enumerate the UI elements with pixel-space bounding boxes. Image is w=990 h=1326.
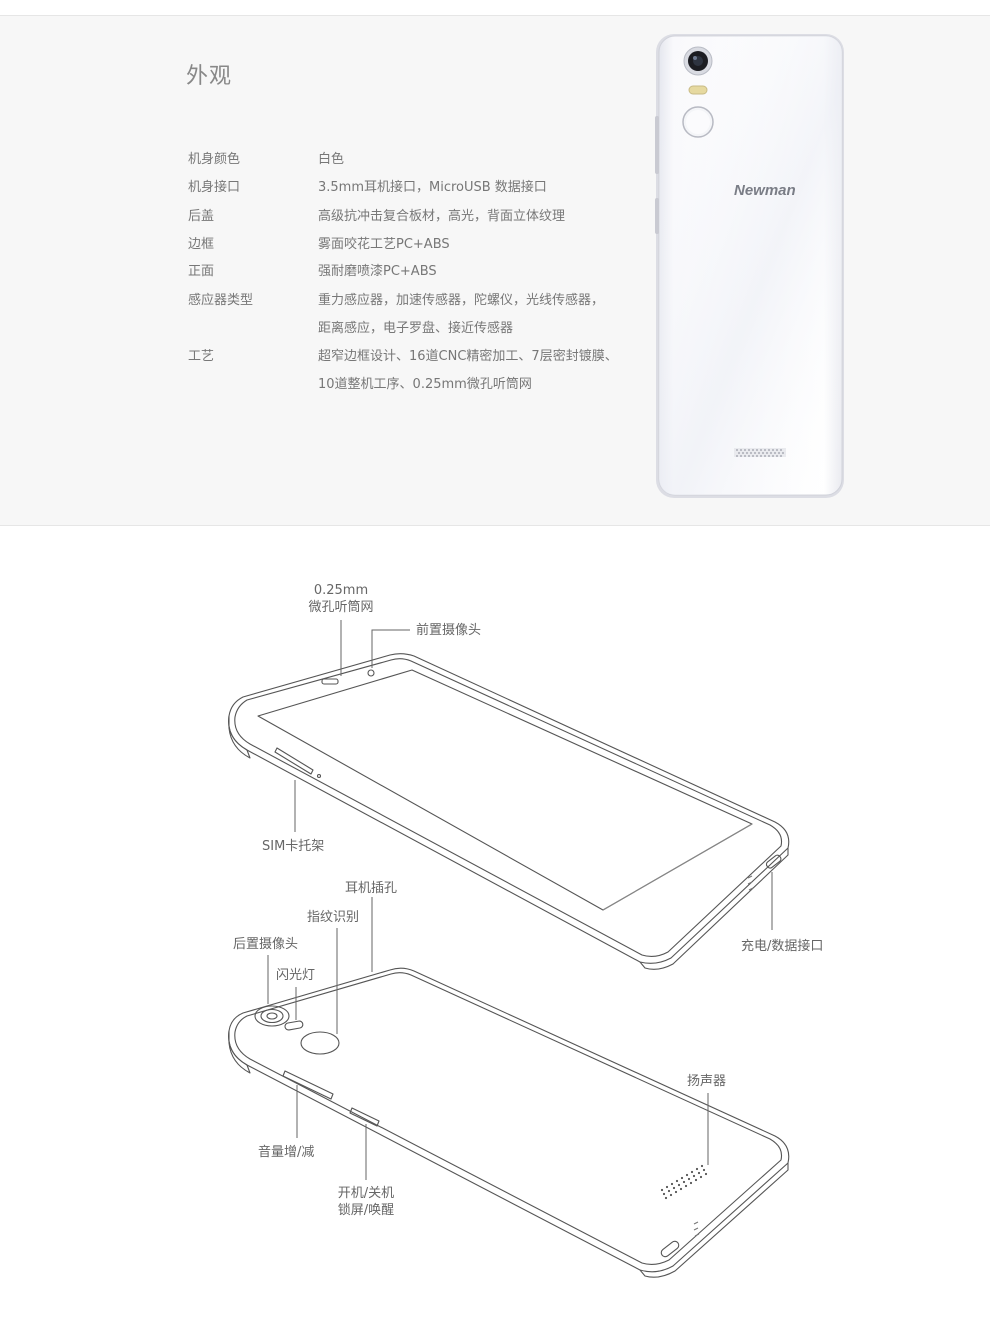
callout-fingerprint: 指纹识别	[307, 910, 360, 925]
section-title: 外观	[186, 64, 233, 89]
spec-label-sensors: 感应器类型	[188, 293, 254, 308]
spec-value-craft-line2: 10道整机工序、0.25mm微孔听筒网	[318, 377, 532, 392]
phone-back-image: Newman	[655, 34, 844, 498]
spec-label-color: 机身颜色	[188, 152, 241, 167]
spec-value-frame: 雾面咬花工艺PC+ABS	[318, 237, 450, 252]
volume-keys-icon	[282, 1070, 334, 1100]
flash-line-icon	[284, 1020, 304, 1031]
back-phone-outline	[228, 967, 790, 1278]
callout-volume: 音量增/减	[258, 1145, 315, 1160]
rear-camera-line-icon	[254, 1005, 290, 1027]
spec-label-frame: 边框	[188, 237, 215, 252]
callout-speaker: 扬声器	[687, 1074, 727, 1089]
callout-headphone-jack: 耳机插孔	[345, 881, 398, 896]
spec-value-sensors-line1: 重力感应器，加速传感器，陀螺仪，光线传感器，	[318, 293, 605, 308]
speaker-line-icon	[660, 1164, 708, 1200]
spec-label-ports: 机身接口	[188, 180, 241, 195]
callout-sim-tray: SIM卡托架	[262, 839, 325, 854]
callout-flash: 闪光灯	[276, 968, 316, 983]
fingerprint-sensor-icon	[682, 106, 714, 138]
spec-value-sensors-line2: 距离感应，电子罗盘、接近传感器	[318, 321, 514, 336]
callout-earpiece-mesh-line1: 0.25mm	[313, 583, 369, 598]
spec-value-front: 强耐磨喷漆PC+ABS	[318, 264, 437, 279]
flash-icon	[688, 85, 708, 95]
callout-power-line1: 开机/关机	[337, 1186, 395, 1201]
spec-value-color: 白色	[318, 152, 345, 167]
rear-camera-icon	[683, 46, 713, 76]
speaker-grille-icon	[734, 448, 786, 457]
section-divider	[0, 525, 990, 526]
phone-line-diagram	[228, 620, 790, 1278]
callout-earpiece-mesh: 0.25mm 微孔听筒网	[301, 582, 381, 616]
spec-label-front: 正面	[188, 264, 215, 279]
fingerprint-line-icon	[300, 1031, 340, 1055]
callout-earpiece-mesh-line2: 微孔听筒网	[308, 600, 374, 615]
spec-label-back-cover: 后盖	[188, 209, 215, 224]
front-phone-outline	[228, 653, 790, 970]
leader-lines	[267, 620, 773, 1180]
spec-label-craft: 工艺	[188, 349, 215, 364]
charge-port-icon	[765, 854, 782, 869]
callout-charge-port: 充电/数据接口	[741, 939, 824, 954]
sim-tray-icon	[274, 747, 314, 775]
spec-value-back-cover: 高级抗冲击复合板材，高光，背面立体纹理	[318, 209, 566, 224]
spec-value-ports: 3.5mm耳机接口，MicroUSB 数据接口	[318, 180, 547, 195]
callout-power-line2: 锁屏/唤醒	[337, 1203, 395, 1218]
power-key-icon	[349, 1107, 380, 1127]
spec-value-craft-line1: 超窄边框设计、16道CNC精密加工、7层密封镀膜、	[318, 349, 618, 364]
bottom-port-icon	[660, 1240, 680, 1258]
top-rule	[0, 15, 990, 16]
callout-power: 开机/关机 锁屏/唤醒	[334, 1185, 398, 1219]
callout-rear-camera: 后置摄像头	[233, 937, 299, 952]
callout-front-camera: 前置摄像头	[416, 623, 482, 638]
earpiece-mesh-icon	[321, 678, 339, 685]
front-camera-icon	[367, 669, 375, 677]
brand-logo: Newman	[734, 182, 796, 199]
